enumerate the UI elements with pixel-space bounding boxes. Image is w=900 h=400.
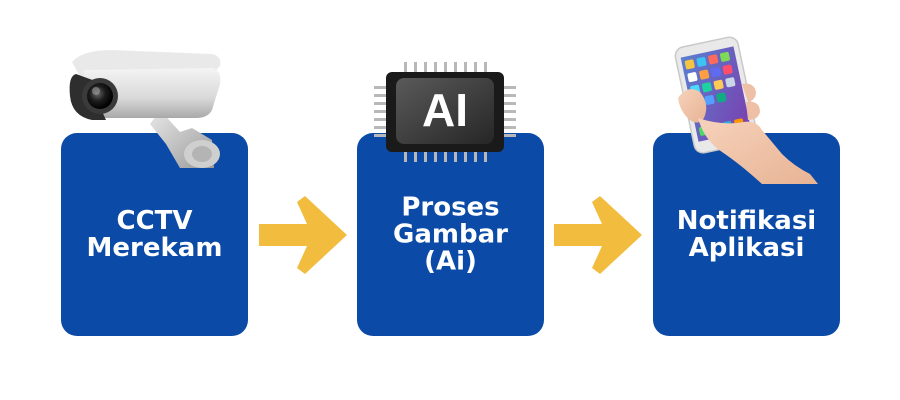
step-label-notification: Notifikasi Aplikasi [676,205,817,263]
step-box-notification: Notifikasi Aplikasi [653,133,840,336]
arrow-right-icon [259,196,347,274]
arrow-right-icon [554,196,642,274]
ai-chip-icon: AI [374,62,516,162]
step-label-ai-process: Proses Gambar (Ai) [393,192,508,276]
step-box-ai-process: Proses Gambar (Ai) [357,133,544,336]
step-label-cctv: CCTV Merekam [86,205,223,263]
chip-ai-text: AI [422,84,468,136]
step-box-cctv: CCTV Merekam [61,133,248,336]
cctv-camera-icon [69,50,221,168]
smartphone-in-hand-icon [674,36,818,184]
